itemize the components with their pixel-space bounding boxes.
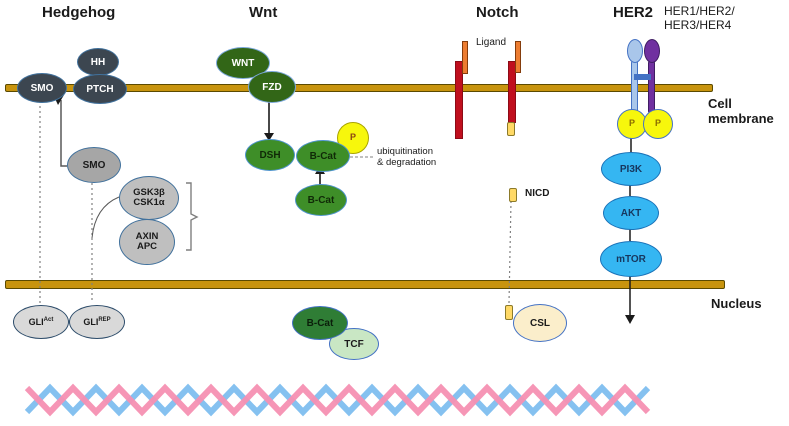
- node-pi3k-label: PI3K: [619, 163, 643, 175]
- her-family-subtitle: HER1/HER2/ HER3/HER4: [664, 4, 735, 32]
- node-phospho-her-right: P: [643, 109, 673, 139]
- node-smo-membrane-label: SMO: [30, 82, 54, 94]
- node-smo-cytoplasm: SMO: [67, 147, 121, 183]
- node-mtor-label: mTOR: [616, 253, 646, 265]
- node-fzd-label: FZD: [262, 81, 282, 93]
- nucleus-label: Nucleus: [711, 296, 762, 311]
- hedgehog-title: Hedgehog: [42, 4, 116, 21]
- her2-stalk-left: [631, 60, 638, 115]
- dna-strand-blue: [24, 383, 651, 417]
- her2-dimer-crossbar: [634, 74, 651, 80]
- nucleus-membrane-bar: [5, 280, 725, 289]
- node-kinase-complex: GSK3β CSK1α: [119, 176, 179, 220]
- cell-membrane-bar: [5, 84, 713, 92]
- node-dsh-label: DSH: [259, 149, 281, 161]
- notch-receptor2-nicd-tip: [507, 122, 515, 136]
- nicd-fragment: [509, 188, 517, 202]
- phospho-her-left-label: P: [628, 118, 635, 129]
- her2-head-left: [627, 39, 643, 63]
- node-hh-label: HH: [90, 56, 106, 68]
- dna-helix: [24, 383, 651, 417]
- notch-title: Notch: [476, 4, 519, 21]
- gli-rep-label: GLIREP: [83, 316, 111, 327]
- notch-receptor1-red: [455, 61, 463, 139]
- complex-bracket: [186, 182, 199, 251]
- notch-receptor2-ligand: [514, 41, 521, 73]
- gli-act-label: GLIAct: [28, 316, 54, 327]
- wnt-title: Wnt: [249, 4, 278, 21]
- node-smo-cytoplasm-label: SMO: [82, 159, 106, 171]
- node-dsh: DSH: [245, 139, 295, 171]
- node-bcat-free: B-Cat: [295, 184, 347, 216]
- node-csl-label: CSL: [530, 317, 550, 329]
- degradation-line1: ubiquitination: [377, 146, 433, 157]
- her-family-line1: HER1/HER2/: [664, 4, 735, 18]
- node-phospho-wnt: P: [337, 122, 369, 154]
- her-family-line2: HER3/HER4: [664, 18, 732, 32]
- node-smo-membrane: SMO: [17, 73, 67, 103]
- her2-stalk-right: [648, 60, 655, 114]
- phospho-her-right-label: P: [654, 118, 661, 129]
- complex-curve-connector: [91, 196, 120, 239]
- kinase-complex-line2: CSK1α: [133, 197, 165, 208]
- node-akt-label: AKT: [620, 207, 642, 219]
- degradation-annotation: ubiquitination & degradation: [377, 146, 436, 168]
- cell-membrane-label: Cell membrane: [708, 96, 774, 126]
- nicd-label: NICD: [525, 188, 550, 199]
- node-bcat-phos: B-Cat: [296, 140, 350, 172]
- node-hh: HH: [77, 48, 119, 76]
- dna-strand-pink: [24, 383, 651, 417]
- node-bcat-phos-label: B-Cat: [309, 150, 337, 162]
- scaffold-complex-line2: APC: [136, 241, 158, 252]
- node-bcat-nucleus: B-Cat: [292, 306, 348, 340]
- node-fzd: FZD: [248, 71, 296, 103]
- node-pi3k: PI3K: [601, 152, 661, 186]
- phospho-wnt-label: P: [349, 132, 356, 143]
- smo-activation-connector: [60, 100, 67, 167]
- node-wnt-label: WNT: [231, 57, 255, 69]
- node-mtor: mTOR: [600, 241, 662, 277]
- her2-title: HER2: [613, 4, 654, 21]
- node-gli-rep: GLIREP: [69, 305, 125, 339]
- node-akt: AKT: [603, 196, 659, 230]
- her2-head-right: [644, 39, 660, 63]
- node-gli-act: GLIAct: [13, 305, 69, 339]
- nicd-fragment-nucleus: [505, 305, 513, 320]
- node-csl: CSL: [513, 304, 567, 342]
- degradation-line2: & degradation: [377, 157, 437, 168]
- notch-receptor1-ligand: [461, 41, 468, 74]
- node-scaffold-complex: AXIN APC: [119, 219, 175, 265]
- node-bcat-nucleus-label: B-Cat: [306, 317, 334, 329]
- node-bcat-free-label: B-Cat: [307, 194, 335, 206]
- node-tcf-label: TCF: [344, 338, 364, 350]
- kinase-complex-line1: GSK3β: [133, 186, 165, 198]
- ligand-label: Ligand: [476, 37, 507, 48]
- node-ptch: PTCH: [73, 74, 127, 104]
- scaffold-complex-line1: AXIN: [135, 230, 159, 242]
- node-ptch-label: PTCH: [86, 83, 114, 95]
- mtor-nucleus-arrowhead: [625, 315, 635, 324]
